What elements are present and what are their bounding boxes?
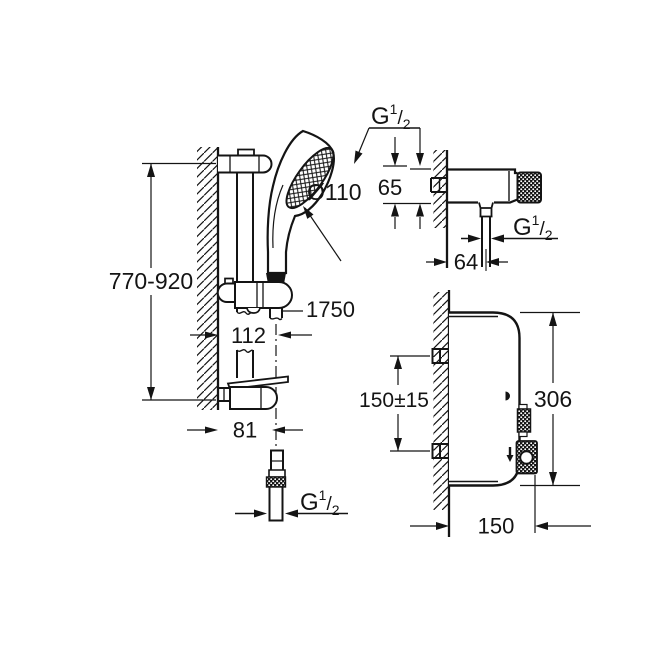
arrow-right (205, 331, 218, 339)
arrow-left (278, 331, 291, 339)
thermostat-controls (505, 391, 538, 475)
thread-label-hand-shower: G1/2 (371, 101, 411, 132)
dim-thermostat-height-label: 306 (534, 386, 572, 412)
button-mark (505, 391, 510, 401)
slider-bracket (216, 277, 293, 314)
head-diameter-leader (303, 206, 342, 262)
arrow-right (436, 522, 449, 530)
dim-hose-offset-label: 112 (231, 323, 266, 348)
inlet-thread-callout (354, 127, 424, 166)
arrow-down-left (354, 150, 363, 164)
dim-bracket-depth-label: 81 (233, 418, 257, 443)
wall-hatch (197, 147, 218, 410)
dim-valve-height-label: 65 (378, 175, 402, 200)
hand-shower (266, 129, 335, 284)
arrow-down (394, 438, 402, 451)
dimension-inlet-spacing (390, 355, 430, 452)
arrow-left (535, 522, 548, 530)
arrow-down (147, 387, 155, 400)
dim-thermostat-depth-label: 150 (478, 514, 515, 539)
arrow-right (434, 258, 447, 266)
dimension-outlet-offset (426, 258, 508, 266)
dimension-thermostat-height (520, 311, 580, 487)
temp-mark (506, 455, 514, 462)
outlet-stub (478, 202, 494, 218)
knob-button (519, 450, 534, 465)
arrow-up (391, 203, 399, 217)
valve-body (430, 168, 542, 271)
head-diameter-label: Ø110 (307, 179, 362, 205)
wall-hatch (433, 292, 449, 510)
outlet-pipe (481, 216, 491, 267)
inlet-stubs (431, 348, 449, 459)
arrow-up (147, 163, 155, 177)
dimension-thermostat-depth (410, 475, 591, 533)
thread-label-hose: G1/2 (300, 487, 340, 518)
thermostat-figure (390, 290, 591, 537)
knurled-knob (516, 171, 542, 204)
thermostat-body (449, 311, 521, 487)
hose-length-label: 1750 (306, 297, 355, 322)
hose-connector (265, 449, 287, 522)
rail-top-bracket (218, 148, 273, 174)
dimension-bracket-depth (187, 426, 303, 434)
arrow-down (549, 472, 557, 486)
arrow-right (468, 234, 481, 243)
arrow-down (416, 153, 424, 166)
thread-label-valve-outlet: G1/2 (513, 212, 553, 243)
knurled-nut (265, 476, 287, 488)
clamp-knob (216, 282, 236, 303)
shower-hose (269, 308, 283, 448)
arrow-up-left (303, 206, 314, 219)
arrow-left (285, 509, 298, 518)
spray-face (285, 146, 335, 210)
dim-rail-height-label: 770-920 (109, 268, 193, 294)
arrow-left (272, 426, 285, 434)
rail-bottom-bracket (218, 386, 278, 410)
arrow-up (416, 203, 424, 217)
dimension-hose-offset (190, 331, 312, 339)
dim-valve-outlet-offset-label: 64 (454, 250, 478, 275)
shut-off-valve-figure (354, 127, 558, 271)
arrow-right (205, 426, 218, 434)
arrow-up (549, 312, 557, 326)
arrow-down (391, 153, 399, 166)
arrow-right (254, 509, 267, 518)
arrow-left (491, 234, 504, 243)
dim-inlet-spacing-label: 150±15 (359, 389, 429, 412)
hose-thread-callout (235, 509, 348, 518)
dimension-labels: 770-920 112 81 1750 Ø110 65 64 150±15 30… (109, 101, 572, 539)
dimension-valve-height (383, 137, 431, 229)
shower-rail-figure (142, 129, 348, 522)
dimension-rail-height (142, 162, 216, 401)
outlet-thread-callout (461, 234, 558, 243)
volume-knob (516, 408, 532, 433)
arrow-up (394, 356, 402, 369)
arrow-left (486, 258, 499, 266)
